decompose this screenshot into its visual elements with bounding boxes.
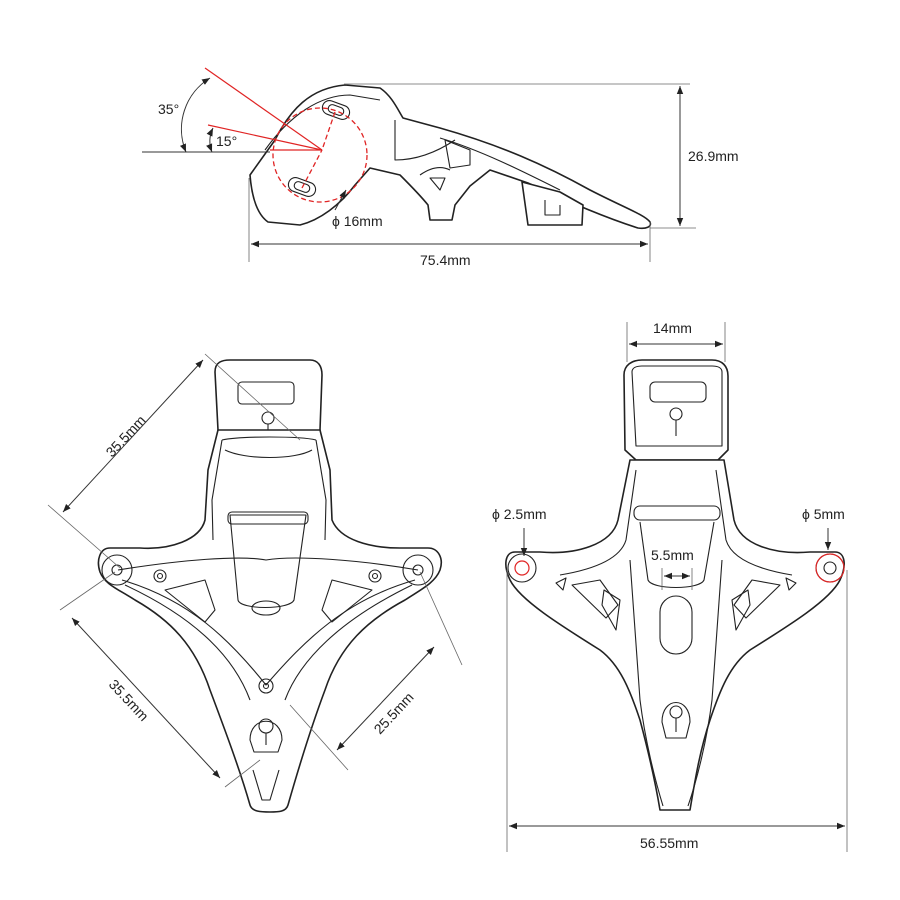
- bottom-diag-bottom-label: 35.5mm: [106, 676, 152, 724]
- front-view: 14mm ϕ 2.5mm ϕ 5mm 5.5mm 56.55mm: [492, 320, 848, 852]
- front-total-width-label: 56.55mm: [640, 835, 698, 851]
- angle-15-label: 15°: [216, 133, 237, 149]
- hole-diameter-label: ϕ 16mm: [332, 213, 383, 229]
- bottom-right-hole: [402, 554, 434, 586]
- side-foot: [521, 181, 584, 226]
- front-left-hole: [514, 560, 530, 576]
- front-right-hole-label: ϕ 5mm: [802, 506, 845, 522]
- front-oval-slot: [659, 595, 693, 655]
- angle-35-label: 35°: [158, 101, 179, 117]
- front-top-tab: [623, 359, 729, 461]
- length-label: 75.4mm: [420, 252, 471, 268]
- side-hole-circle: [272, 107, 368, 203]
- bottom-left-hole: [101, 554, 133, 586]
- side-lower-slot: [287, 177, 317, 197]
- bottom-diag-top-label: 35.5mm: [102, 412, 148, 460]
- front-right-hole: [815, 553, 845, 583]
- front-body: [505, 459, 845, 811]
- bottom-view: 35.5mm 35.5mm 25.5mm: [47, 353, 463, 813]
- bottom-diag-right-label: 25.5mm: [370, 689, 416, 737]
- bottom-top-tab: [214, 359, 323, 441]
- front-top-width-label: 14mm: [653, 320, 692, 336]
- height-label: 26.9mm: [688, 148, 739, 164]
- bottom-frame: [97, 429, 443, 813]
- side-view: 35° 15° ϕ 16mm 26.9mm 75.4mm: [142, 67, 739, 268]
- front-left-hole-label: ϕ 2.5mm: [492, 506, 547, 522]
- front-slot-width-label: 5.5mm: [651, 547, 694, 563]
